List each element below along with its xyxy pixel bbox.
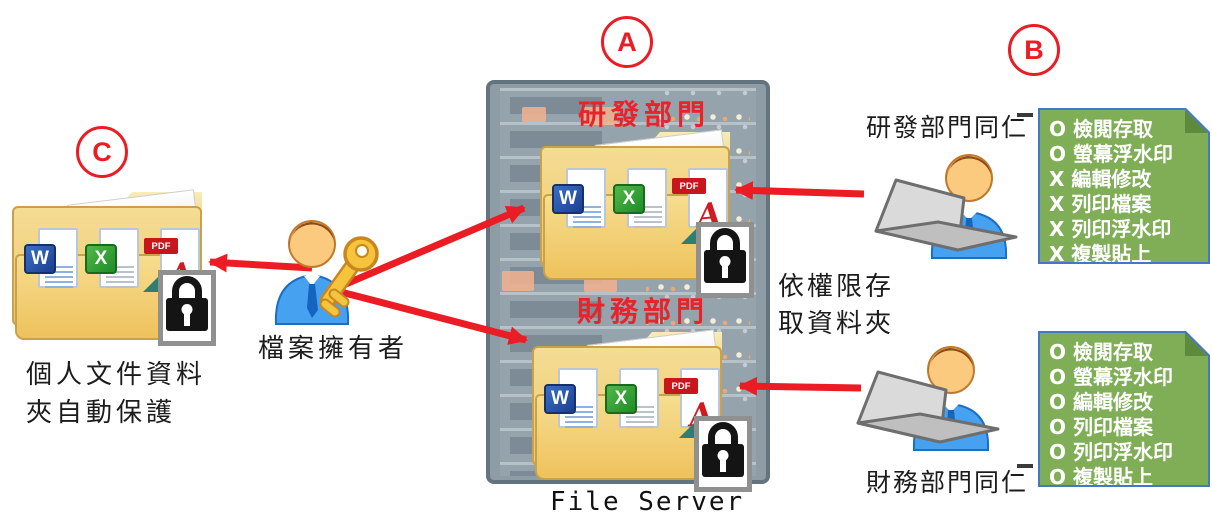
pdf-tag: PDF: [144, 238, 178, 254]
lock-body: [704, 250, 746, 283]
excel-logo: X: [613, 184, 645, 214]
access-note: 依權限存 取資料夾: [778, 269, 894, 343]
arrow-rd-user-to-folder: [734, 181, 865, 200]
access-note-line-2: 取資料夾: [778, 309, 895, 339]
connector-tick: [1017, 464, 1033, 468]
owner-label: 檔案擁有者: [258, 334, 409, 364]
permission-item: X 編輯修改: [1049, 167, 1152, 191]
pdf-tag: PDF: [664, 378, 698, 394]
permission-item: X 列印浮水印: [1049, 217, 1172, 241]
badge-b: B: [1008, 24, 1060, 76]
badge-c: C: [76, 126, 128, 178]
server-highlight: [581, 107, 617, 125]
rd-user-at-laptop-icon: [874, 154, 1018, 259]
permission-item: O 列印浮水印: [1049, 440, 1173, 464]
permission-item: O 複製貼上: [1049, 465, 1153, 489]
excel-logo: X: [85, 244, 117, 274]
lock-shackle: [710, 228, 740, 253]
excel-letter: X: [622, 188, 636, 209]
arrow-owner-to-personal-folder: [208, 253, 313, 273]
padlock-icon-personal: [143, 270, 216, 346]
connector-tick: [1017, 113, 1033, 117]
excel-letter: X: [614, 388, 628, 409]
word-doc-icon: W: [24, 228, 78, 294]
permissions-note-rd: O 檢閱存取 O 螢幕浮水印 X 編輯修改 X 列印檔案 X 列印浮水印 X 複…: [1038, 108, 1210, 264]
padlock-icon-finance: [679, 416, 752, 492]
server-highlight: [502, 271, 534, 291]
lock-body: [166, 298, 208, 331]
word-letter: W: [559, 188, 577, 209]
personal-folder-caption: 個人文件資料 夾自動保護: [26, 356, 206, 432]
finance-user-at-laptop-icon: [856, 346, 1000, 451]
permission-item: O 螢幕浮水印: [1049, 365, 1173, 389]
finance-user-label: 財務部門同仁: [866, 468, 1029, 497]
excel-letter: X: [94, 248, 108, 269]
arrow-owner-to-finance-folder: [336, 287, 528, 345]
word-letter: W: [31, 248, 49, 269]
arrow-owner-to-rd-folder: [332, 204, 526, 293]
lock-shackle: [172, 276, 202, 301]
word-logo: W: [24, 244, 56, 274]
badge-b-letter: B: [1024, 34, 1044, 65]
folder-title-finance: 財務部門: [577, 295, 710, 328]
permissions-note-finance: O 檢閱存取 O 螢幕浮水印 O 編輯修改 O 列印檔案 O 列印浮水印 O 複…: [1038, 331, 1210, 487]
permissions-list: O 檢閱存取 O 螢幕浮水印 X 編輯修改 X 列印檔案 X 列印浮水印 X 複…: [1040, 110, 1208, 262]
excel-doc-icon: X: [85, 228, 139, 294]
word-doc-icon: W: [544, 368, 598, 434]
word-logo: W: [552, 184, 584, 214]
padlock-icon-rd: [681, 222, 754, 298]
permission-item: O 檢閱存取: [1049, 340, 1153, 364]
permissions-list: O 檢閱存取 O 螢幕浮水印 O 編輯修改 O 列印檔案 O 列印浮水印 O 複…: [1040, 333, 1208, 485]
arrow-finance-user-to-folder: [738, 376, 862, 396]
excel-logo: X: [605, 384, 637, 414]
lock-shackle: [708, 422, 738, 447]
caption-line-2: 夾自動保護: [26, 398, 177, 428]
permission-item: O 列印檔案: [1049, 415, 1153, 439]
lock-body: [702, 444, 744, 477]
word-letter: W: [551, 388, 569, 409]
caption-line-1: 個人文件資料: [26, 360, 207, 390]
folder-title-rd: 研發部門: [578, 98, 711, 131]
server-highlight: [584, 276, 617, 292]
permission-item: X 複製貼上: [1049, 242, 1152, 266]
excel-doc-icon: X: [613, 168, 667, 234]
permission-item: O 螢幕浮水印: [1049, 142, 1173, 166]
badge-a-letter: A: [617, 26, 637, 57]
access-note-line-1: 依權限存: [778, 272, 895, 302]
server-label: File Server: [550, 487, 745, 517]
file-owner-with-key-icon: [274, 220, 379, 325]
badge-a: A: [601, 16, 653, 68]
pdf-tag: PDF: [672, 178, 706, 194]
permission-item: O 檢閱存取: [1049, 117, 1153, 141]
rd-user-label: 研發部門同仁: [866, 113, 1029, 142]
word-logo: W: [544, 384, 576, 414]
permission-item: X 列印檔案: [1049, 192, 1152, 216]
permission-item: O 編輯修改: [1049, 390, 1153, 414]
excel-doc-icon: X: [605, 368, 659, 434]
word-doc-icon: W: [552, 168, 606, 234]
server-highlight: [522, 107, 546, 122]
badge-c-letter: C: [92, 136, 112, 167]
